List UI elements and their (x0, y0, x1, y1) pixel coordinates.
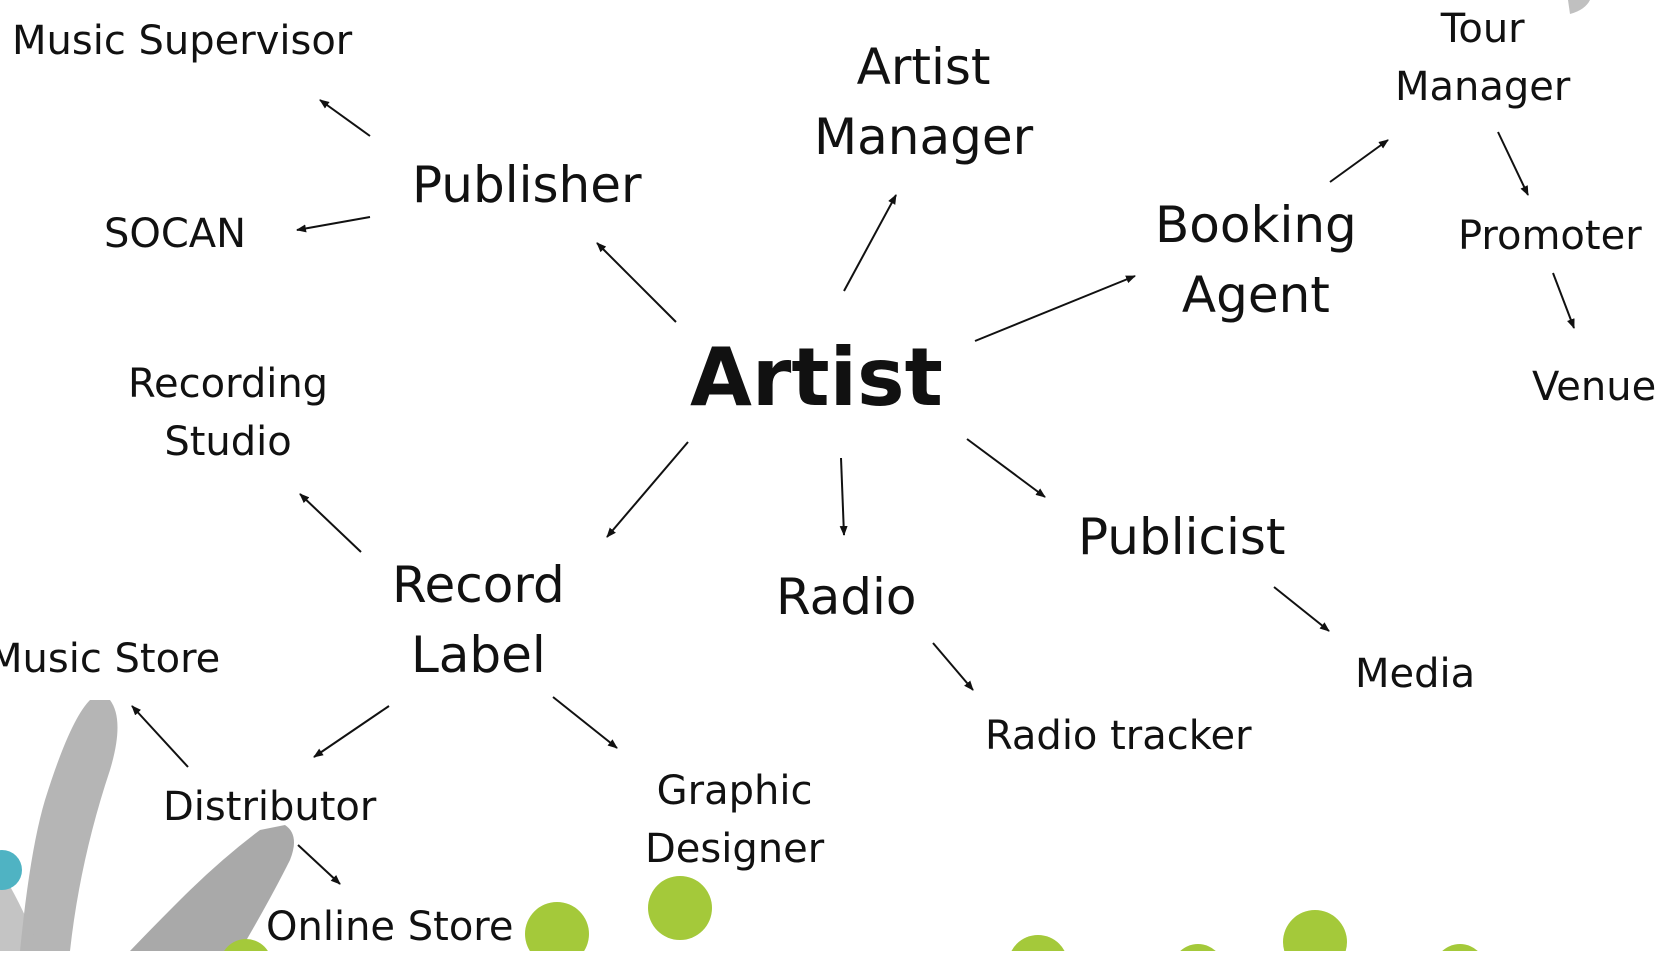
arrow-booking-agent-to-tour-manager (1329, 139, 1389, 183)
node-label: Tour (1440, 6, 1525, 52)
arrow-record-label-to-graphic-designer (552, 696, 618, 749)
node-publisher: Publisher (412, 150, 642, 220)
dot-decoration (0, 850, 1478, 951)
node-media: Media (1355, 645, 1475, 703)
arrow-record-label-to-recording-studio (299, 493, 362, 553)
node-label: Booking (1155, 196, 1357, 254)
node-label: Publisher (412, 156, 642, 214)
node-artist: Artist (690, 330, 943, 426)
arrow-publicist-to-media (1273, 586, 1330, 632)
green-dot (1011, 935, 1065, 951)
green-dot (525, 902, 589, 951)
node-recording-studio: Recording Studio (128, 355, 328, 471)
node-distributor: Distributor (163, 778, 376, 836)
arrow-distributor-to-music-store (131, 705, 189, 768)
arrow-artist-to-publicist (966, 438, 1046, 498)
node-record-label: Record Label (392, 550, 565, 690)
arrow-distributor-to-online-store (297, 844, 341, 885)
teal-dot (0, 850, 22, 890)
arrow-artist-to-publisher (596, 242, 677, 323)
arrow-publisher-to-music-supervisor (319, 99, 371, 137)
node-label: Music Store (0, 636, 221, 682)
node-tour-manager: Tour Manager (1395, 0, 1570, 116)
node-label: Radio (776, 568, 917, 626)
node-socan: SOCAN (104, 205, 246, 263)
brush-decoration (0, 0, 1590, 951)
node-label: Artist (856, 38, 991, 96)
arrow-artist-to-radio (839, 457, 848, 536)
green-dot (1180, 944, 1216, 951)
node-artist-manager: Artist Manager (814, 32, 1033, 172)
node-radio-tracker: Radio tracker (985, 707, 1252, 765)
node-label: Venue (1532, 364, 1657, 410)
node-label: Manager (814, 108, 1034, 166)
node-artist-label: Artist (690, 331, 943, 424)
node-venue: Venue (1532, 358, 1656, 416)
green-dot (224, 939, 268, 951)
arrows (131, 99, 1575, 885)
node-label: Recording (128, 361, 329, 407)
node-music-store: Music Store (0, 630, 220, 688)
node-label: Record (392, 556, 565, 614)
arrow-record-label-to-distributor (313, 705, 390, 758)
node-music-supervisor: Music Supervisor (12, 12, 352, 70)
green-dot (1442, 944, 1478, 951)
node-label: Publicist (1078, 508, 1286, 566)
node-radio: Radio (776, 562, 917, 632)
node-publicist: Publicist (1078, 502, 1286, 572)
arrow-publisher-to-socan (296, 216, 371, 233)
node-label: Distributor (163, 784, 377, 830)
green-dot (1283, 910, 1347, 951)
node-booking-agent: Booking Agent (1155, 190, 1357, 330)
node-label: Label (410, 626, 546, 684)
node-label: Graphic (656, 768, 813, 814)
arrow-artist-to-artist-manager (843, 194, 897, 292)
arrow-artist-to-booking-agent (974, 275, 1136, 342)
node-label: SOCAN (104, 211, 247, 257)
node-label: Media (1355, 651, 1476, 697)
node-promoter: Promoter (1458, 207, 1642, 265)
node-label: Manager (1395, 64, 1571, 110)
arrow-tour-manager-to-promoter (1497, 131, 1529, 196)
node-label: Radio tracker (985, 713, 1252, 759)
green-dot (648, 876, 712, 940)
node-label: Promoter (1458, 213, 1642, 259)
node-label: Studio (164, 419, 292, 465)
node-online-store: Online Store (266, 898, 513, 956)
arrow-promoter-to-venue (1552, 272, 1575, 329)
arrow-radio-to-radio-tracker (932, 642, 974, 691)
node-label: Designer (645, 826, 825, 872)
node-graphic-designer: Graphic Designer (645, 762, 824, 878)
node-label: Music Supervisor (12, 18, 353, 64)
node-label: Online Store (266, 904, 514, 950)
arrow-artist-to-record-label (606, 441, 689, 538)
node-label: Agent (1181, 266, 1330, 324)
